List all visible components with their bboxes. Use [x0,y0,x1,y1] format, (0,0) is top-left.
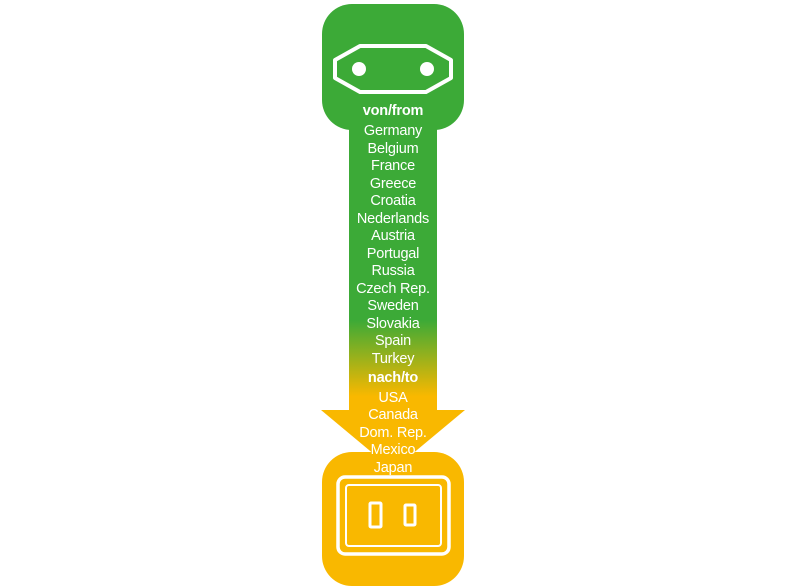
from-country: Czech Rep. [356,280,430,297]
from-country: Russia [371,263,415,279]
from-country: Spain [374,333,412,349]
to-country: Canada [368,407,418,423]
from-country: France [371,158,415,174]
from-country: Greece [369,175,417,192]
to-country: Dom. Rep. [359,424,427,441]
from-country: Turkey [371,350,415,367]
from-country: Nederlands [356,210,430,227]
to-country: Mexico [370,442,416,458]
to-heading: nach/to [367,370,419,386]
to-country: USA [378,389,408,406]
from-country: Austria [371,228,415,244]
from-country: Belgium [367,140,419,157]
us-type-a-socket-icon [336,475,451,556]
from-heading: von/from [362,103,424,119]
top-plug-block [322,4,464,130]
to-country: Japan [373,459,413,476]
from-country: Sweden [367,298,419,314]
from-country: Germany [363,123,423,139]
europlug-socket-icon [333,44,453,94]
from-country: Croatia [370,193,416,209]
stem [349,110,437,415]
from-country: Slovakia [366,315,420,332]
down-arrow-icon [321,410,465,470]
from-country: Portugal [366,245,420,262]
